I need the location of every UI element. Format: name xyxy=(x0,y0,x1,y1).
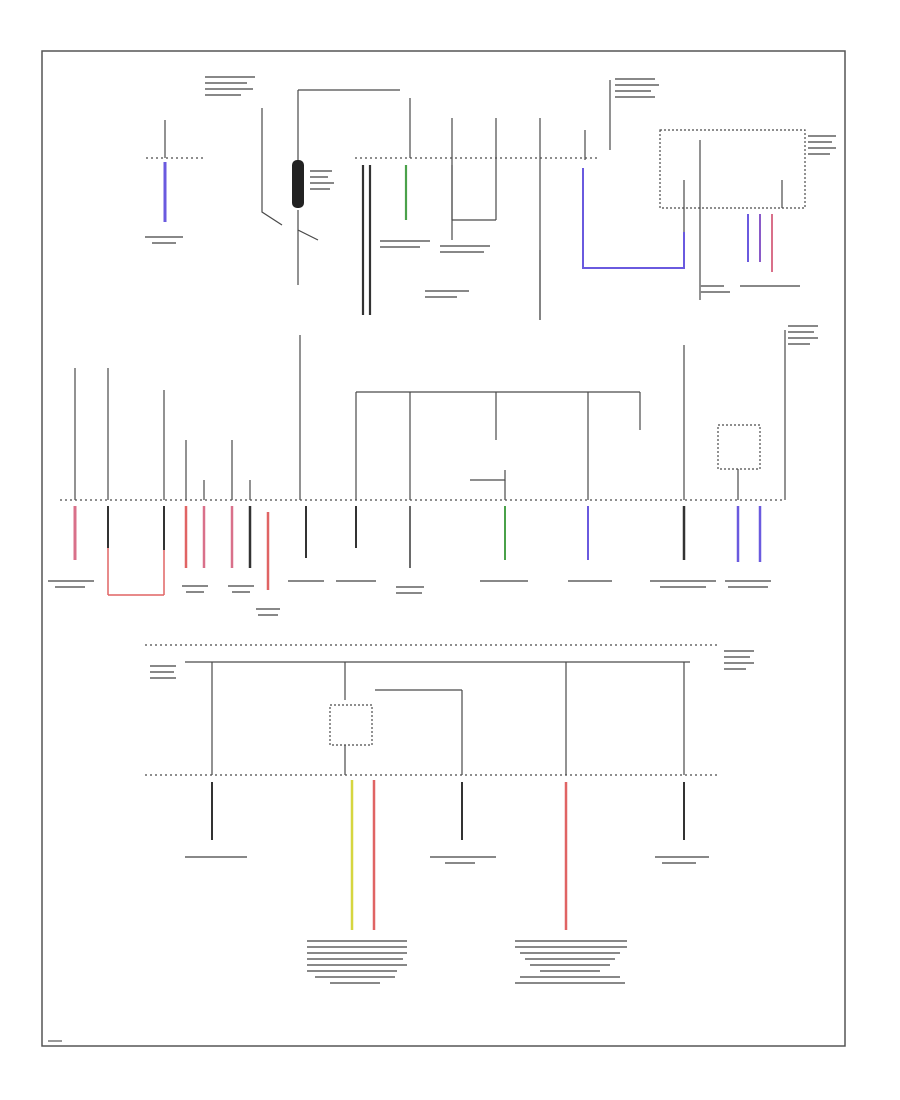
wire-blue-loop xyxy=(582,168,685,269)
top-section xyxy=(145,76,836,320)
page-mark xyxy=(48,1040,62,1042)
bottom-section xyxy=(145,644,754,984)
bottom-labels xyxy=(150,650,754,984)
top-labels xyxy=(145,76,836,298)
middle-labels xyxy=(48,325,818,616)
fusible-link xyxy=(292,160,304,208)
diagram-frame xyxy=(41,50,846,1047)
middle-section xyxy=(48,325,818,616)
